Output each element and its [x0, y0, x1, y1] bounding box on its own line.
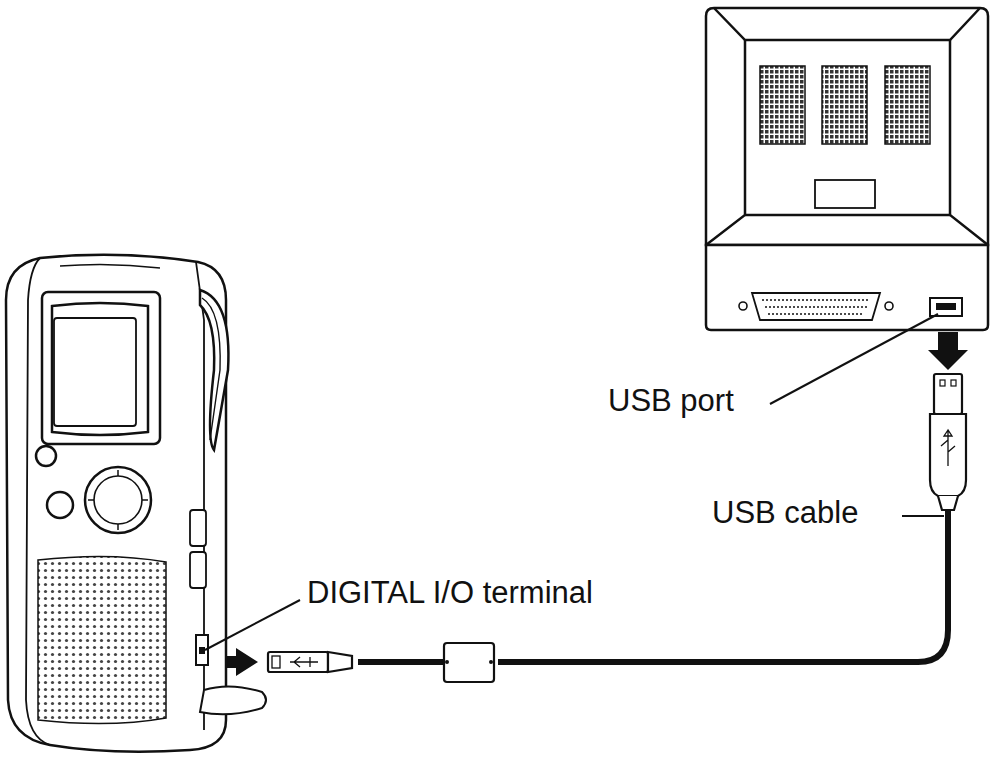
usb-plug: [928, 332, 968, 510]
port-label: USB port: [606, 384, 736, 418]
leader-lines: [205, 314, 944, 650]
mini-usb-plug: [212, 648, 352, 676]
voice-recorder: [6, 255, 266, 752]
terminal-label: DIGITAL I/O terminal: [305, 576, 595, 610]
computer: [706, 8, 988, 330]
cable-label: USB cable: [710, 496, 860, 530]
